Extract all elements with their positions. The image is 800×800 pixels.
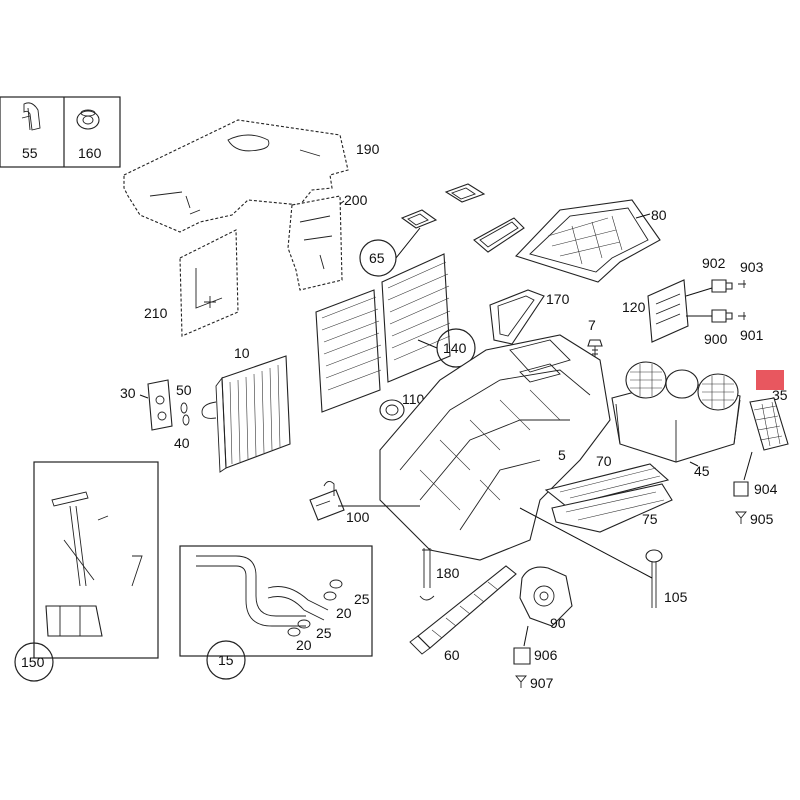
part-label-7: 7 <box>588 317 596 333</box>
part-160-grommet <box>76 109 100 130</box>
part-110-sensor <box>379 399 405 421</box>
part-35-blower-regulator <box>749 397 789 451</box>
part-100-actuator <box>309 481 345 521</box>
part-label-90: 90 <box>550 615 566 631</box>
part-190-insulation-mat <box>123 119 349 233</box>
inset-box-150 <box>33 461 159 659</box>
part-label-20-lower: 20 <box>296 637 312 653</box>
connectors-902-903-900-901 <box>685 279 746 323</box>
part-label-906: 906 <box>534 647 558 663</box>
inset-box-55-160 <box>0 96 121 168</box>
part-label-65: 65 <box>369 250 385 266</box>
part-label-180: 180 <box>436 565 460 581</box>
part-label-170: 170 <box>546 291 570 307</box>
part-label-80: 80 <box>651 207 667 223</box>
part-label-110: 110 <box>402 391 425 407</box>
part-label-25-upper: 25 <box>354 591 370 607</box>
connector-904-905 <box>733 451 753 524</box>
part-label-25-lower: 25 <box>316 625 332 641</box>
connector-906-907 <box>513 625 531 688</box>
part-label-105: 105 <box>664 589 688 605</box>
callout-circle-150 <box>14 642 54 682</box>
part-label-200: 200 <box>344 192 368 208</box>
part-label-210: 210 <box>144 305 168 321</box>
part-label-190: 190 <box>356 141 380 157</box>
part-180-drain-hose <box>419 548 435 601</box>
part-label-50: 50 <box>176 382 192 398</box>
part-label-35: 35 <box>772 387 788 403</box>
seal-frames-65 <box>400 183 486 229</box>
part-label-907: 907 <box>530 675 554 691</box>
part-60-heater-core <box>409 565 517 655</box>
part-label-100: 100 <box>346 509 370 525</box>
part-label-120: 120 <box>622 299 646 315</box>
part-label-20-upper: 20 <box>336 605 352 621</box>
part-90-servo-motor <box>519 566 573 627</box>
o-rings-50-40 <box>180 402 190 426</box>
part-label-903: 903 <box>740 259 764 275</box>
part-140-cabin-filter-right <box>381 253 451 383</box>
part-5-hvac-housing <box>379 334 611 561</box>
part-170-top-seal <box>473 217 525 253</box>
part-label-905: 905 <box>750 511 774 527</box>
part-label-60: 60 <box>444 647 460 663</box>
part-label-901: 901 <box>740 327 764 343</box>
part-label-140: 140 <box>443 340 467 356</box>
part-30-expansion-valve <box>147 379 173 431</box>
part-210-insulation-panel <box>179 229 239 337</box>
part-140-cabin-filter-left <box>315 289 382 413</box>
part-75-air-flap <box>551 483 673 533</box>
highlight-marker <box>756 370 784 390</box>
blower-wheels <box>625 361 739 411</box>
callout-circle-15 <box>206 640 246 680</box>
part-label-902: 902 <box>702 255 726 271</box>
part-80-air-duct <box>514 199 661 283</box>
part-label-70: 70 <box>596 453 612 469</box>
part-170-seal-frame <box>489 289 545 345</box>
part-7-screw <box>587 339 603 358</box>
part-label-900: 900 <box>704 331 728 347</box>
part-label-160: 160 <box>78 145 102 161</box>
part-label-10: 10 <box>234 345 250 361</box>
part-200-insulation <box>287 195 343 291</box>
part-label-45: 45 <box>694 463 710 479</box>
part-label-150: 150 <box>21 654 45 670</box>
part-label-904: 904 <box>754 481 778 497</box>
part-55-clip <box>21 102 41 131</box>
part-label-30: 30 <box>120 385 136 401</box>
part-105-temperature-sensor <box>645 549 663 608</box>
part-label-75: 75 <box>642 511 658 527</box>
part-10-evaporator <box>201 355 291 473</box>
part-label-15: 15 <box>218 652 234 668</box>
part-70-air-flap <box>544 463 670 507</box>
part-label-40: 40 <box>174 435 190 451</box>
inset-box-15 <box>179 545 373 657</box>
part-120-control-module <box>647 279 689 343</box>
part-label-5: 5 <box>558 447 566 463</box>
part-label-55: 55 <box>22 145 38 161</box>
